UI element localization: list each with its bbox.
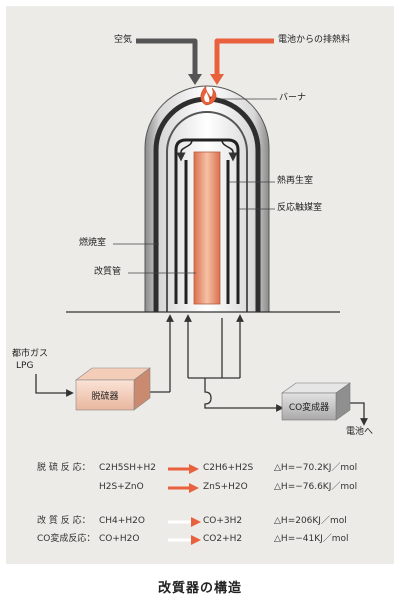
reaction-right-3: CO+3H2	[203, 516, 243, 526]
reaction-name-3: 改 質 反 応：	[37, 516, 91, 526]
combustion-chamber-wall	[166, 111, 248, 312]
label-to-cell: 電池へ	[346, 427, 374, 437]
reaction-dh-3: △H=206KJ／mol	[274, 516, 347, 526]
reaction-left-1: C2H5SH+H2	[99, 463, 157, 473]
figure-caption: 改質器の構造	[157, 581, 242, 596]
label-lpg: LPG	[16, 361, 34, 371]
co-converter-outlet-pipe	[347, 402, 368, 426]
reaction-dh-4: △H=−41KJ／mol	[274, 534, 349, 544]
label-burner: バーナ	[279, 93, 307, 103]
reaction-right-1: C2H6+H2S	[203, 463, 254, 473]
co-converter-box	[281, 382, 351, 421]
reaction-right-2: ZnS+H2O	[203, 482, 248, 492]
desulfurizer-box	[75, 367, 151, 411]
reaction-dh-2: △H=−76.6KJ／mol	[274, 482, 358, 492]
desulfurizer-label: 脱硫器	[91, 391, 119, 402]
reaction-arrow-1	[168, 464, 199, 474]
inner-flow-arrow-right	[221, 139, 238, 162]
label-combustion: 燃焼室	[79, 238, 107, 248]
catalyst-chamber-wall	[174, 138, 240, 304]
reaction-arrow-3	[168, 517, 201, 527]
reaction-name-4: CO変成反応：	[37, 534, 96, 544]
reaction-name-1: 脱 硫 反 応：	[37, 463, 91, 473]
exhaust-heat-arrow	[214, 38, 274, 75]
co-converter-label: CO変成器	[288, 403, 330, 413]
reaction-dh-1: △H=−70.2KJ／mol	[274, 463, 358, 473]
label-catalyst: 反応触媒室	[277, 203, 323, 213]
label-city-gas: 都市ガス	[12, 349, 49, 359]
reaction-right-4: CO2+H2	[203, 534, 243, 544]
label-exhaust-heat: 電池からの排熱料	[278, 35, 351, 45]
label-reformer-tube: 改質管	[94, 267, 122, 277]
reforming-tube	[193, 151, 221, 305]
reaction-left-4: CO+H2O	[99, 534, 140, 544]
city-gas-pipe	[35, 374, 74, 397]
label-heat-regen: 熱再生室	[277, 176, 314, 186]
reaction-left-3: CH4+H2O	[99, 516, 145, 526]
reformed-gas-pipe	[204, 378, 284, 412]
reaction-arrow-2	[168, 483, 199, 493]
reaction-arrow-4	[168, 535, 201, 545]
inner-flow-arrow-left	[176, 139, 193, 162]
label-air: 空気	[114, 35, 133, 45]
burner-flame-icon	[200, 85, 217, 106]
air-inlet-arrow	[136, 38, 198, 75]
reaction-left-2: H2S+ZnO	[99, 482, 144, 492]
